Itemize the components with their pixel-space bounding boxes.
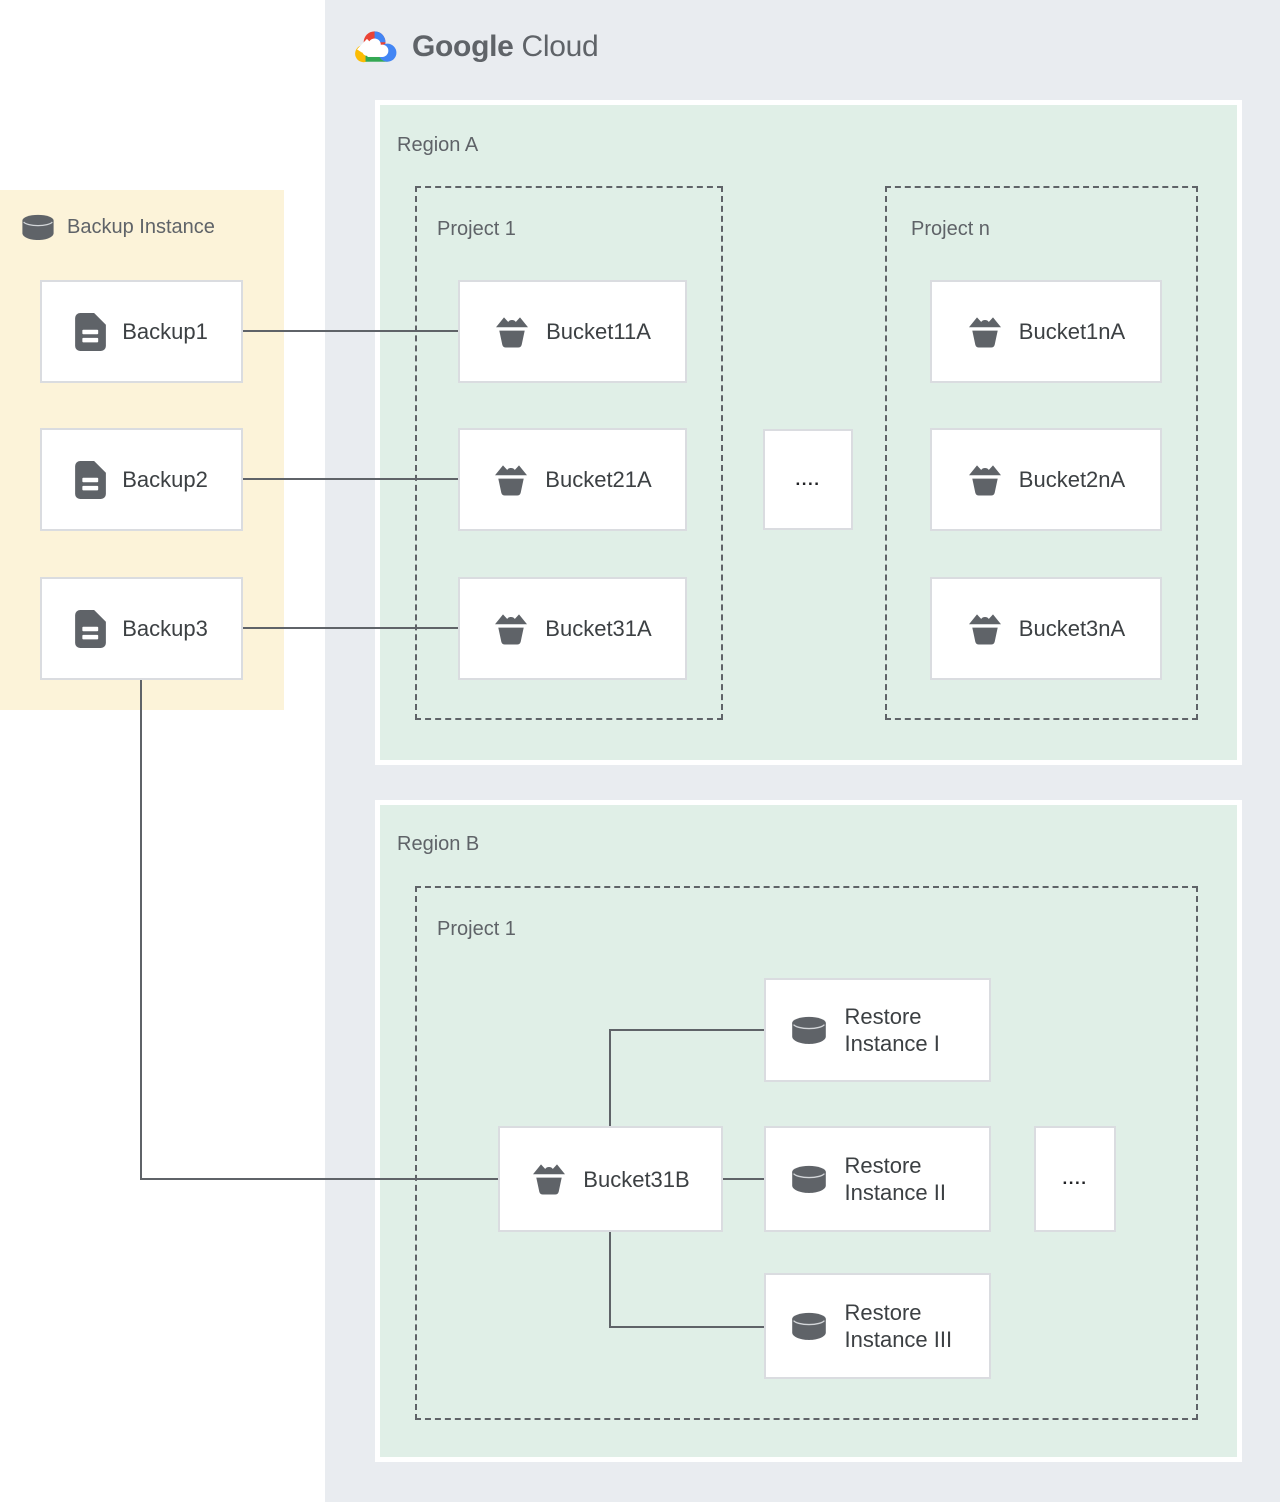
bucket11a-label: Bucket11A <box>546 319 651 344</box>
backup3-label: Backup3 <box>122 616 208 641</box>
backup1-node: Backup1 <box>40 280 243 383</box>
connector-bucket31b-restore3-horizontal <box>609 1326 764 1328</box>
region-a-ellipsis-node: .... <box>763 429 853 530</box>
region-a-project-n-label: Project n <box>911 218 990 240</box>
restore-instance-1-node: Restore Instance I <box>764 978 991 1082</box>
bucket31b-label: Bucket31B <box>583 1166 690 1192</box>
backup-panel-title: Backup Instance <box>67 215 215 238</box>
database-cylinder-icon <box>20 214 56 240</box>
bucket21a-label: Bucket21A <box>545 467 652 492</box>
bucket21a-node: Bucket21A <box>458 428 687 531</box>
storage-bucket-icon <box>494 316 530 348</box>
connector-backup3-bucket31a <box>243 627 458 629</box>
database-cylinder-icon <box>789 1016 829 1044</box>
bucket1na-label: Bucket1nA <box>1018 319 1126 344</box>
connector-bucket31b-restore2 <box>723 1178 764 1180</box>
document-icon <box>75 313 106 351</box>
backup2-node: Backup2 <box>40 428 243 531</box>
connector-backup2-bucket21a <box>243 478 458 480</box>
storage-bucket-icon <box>531 1163 567 1195</box>
bucket3na-node: Bucket3nA <box>930 577 1162 680</box>
backup1-label: Backup1 <box>122 319 208 344</box>
restore-instance-2-label: Restore Instance II <box>844 1153 947 1205</box>
logo-word-google: Google <box>412 30 514 63</box>
connector-backup3-bucket31b-horizontal <box>140 1178 498 1180</box>
backup3-node: Backup3 <box>40 577 243 680</box>
bucket31a-node: Bucket31A <box>458 577 687 680</box>
storage-bucket-icon <box>493 464 529 496</box>
logo-word-cloud: Cloud <box>521 30 599 63</box>
restore-instance-3-node: Restore Instance III <box>764 1273 991 1379</box>
database-cylinder-icon <box>789 1165 829 1193</box>
storage-bucket-icon <box>493 613 529 645</box>
google-cloud-logo-icon <box>353 28 399 66</box>
connector-bucket31b-restore1-horizontal <box>609 1029 764 1031</box>
backup2-label: Backup2 <box>122 467 208 492</box>
bucket31a-label: Bucket31A <box>545 616 652 641</box>
restore-instance-2-node: Restore Instance II <box>764 1126 991 1232</box>
connector-bucket31b-restore1-vertical <box>609 1030 611 1126</box>
document-icon <box>75 610 106 648</box>
bucket1na-node: Bucket1nA <box>930 280 1162 383</box>
storage-bucket-icon <box>967 613 1003 645</box>
restore-instance-3-label: Restore Instance III <box>844 1300 953 1352</box>
connector-bucket31b-restore3-vertical <box>609 1232 611 1327</box>
region-a-project-n-box <box>885 186 1198 720</box>
restore-instance-1-label: Restore Instance I <box>844 1004 940 1056</box>
database-cylinder-icon <box>789 1312 829 1340</box>
bucket31b-node: Bucket31B <box>498 1126 723 1232</box>
bucket3na-label: Bucket3nA <box>1018 616 1126 641</box>
region-b-project-1-box <box>415 886 1198 1420</box>
backup-panel-header: Backup Instance <box>20 214 215 240</box>
region-a-project-1-label: Project 1 <box>437 218 516 240</box>
document-icon <box>75 461 106 499</box>
connector-backup3-bucket31b-vertical <box>140 680 142 1180</box>
bucket11a-node: Bucket11A <box>458 280 687 383</box>
region-b-ellipsis-node: .... <box>1034 1126 1116 1232</box>
region-a-label: Region A <box>397 134 479 156</box>
connector-backup1-bucket11a <box>243 330 458 332</box>
storage-bucket-icon <box>967 316 1003 348</box>
storage-bucket-icon <box>967 464 1003 496</box>
region-b-label: Region B <box>397 833 480 855</box>
bucket2na-label: Bucket2nA <box>1018 467 1126 492</box>
bucket2na-node: Bucket2nA <box>930 428 1162 531</box>
region-a-project-1-box <box>415 186 723 720</box>
region-b-project-1-label: Project 1 <box>437 918 516 940</box>
